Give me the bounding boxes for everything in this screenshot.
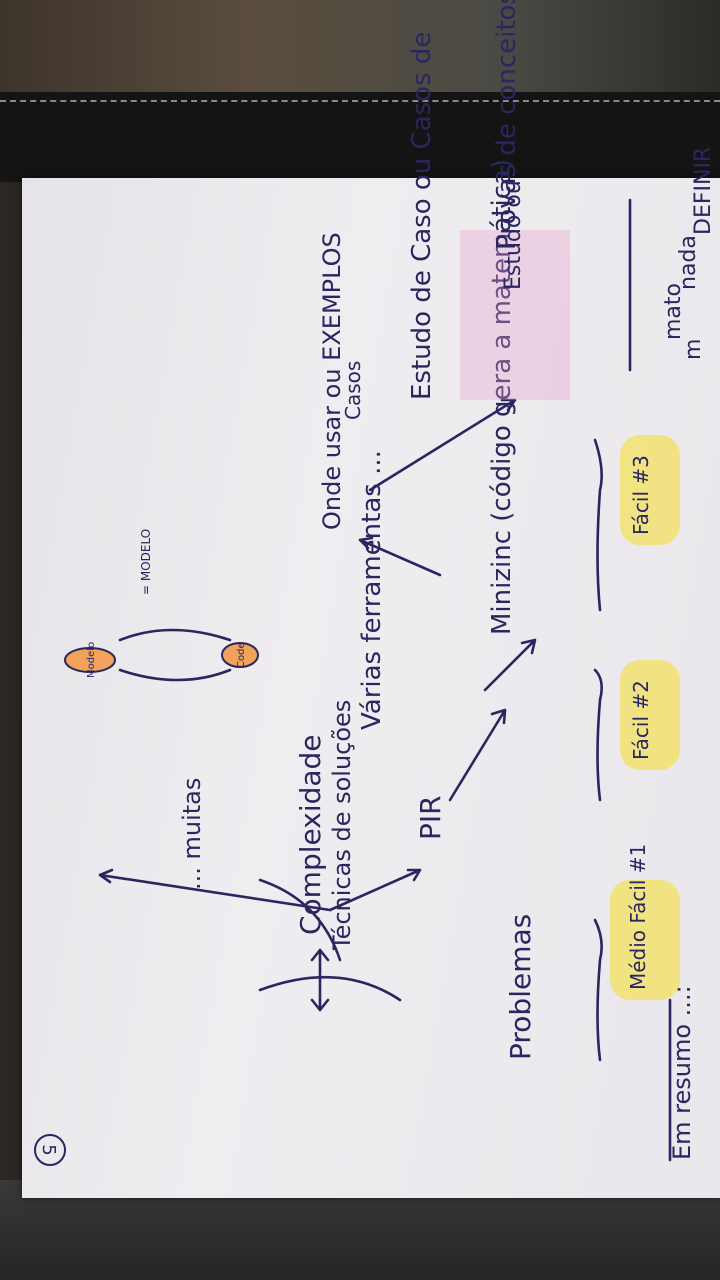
tecnicas-text: Técnicas de soluções xyxy=(328,700,356,951)
cut-text-d: DEFINIR xyxy=(691,147,716,235)
cover-stitching xyxy=(0,100,720,102)
label-2: Fácil #2 xyxy=(629,680,653,760)
page-number: 5 xyxy=(34,1134,66,1166)
arrow-5 xyxy=(358,536,442,577)
ferramentas-text: Várias ferramentas ... xyxy=(357,450,387,730)
yellow-highlight-3 xyxy=(620,435,680,545)
yellow-highlight-2 xyxy=(620,660,680,770)
arrow-1 xyxy=(328,868,422,912)
oval-modelo-text: Modelo xyxy=(86,642,97,678)
header-text: Em resumo ...: xyxy=(668,985,696,1160)
cut-text-b: mato xyxy=(661,283,686,340)
estudo-text-1: Estudo de Caso ou Casos de xyxy=(407,32,437,400)
notebook-page xyxy=(22,178,720,1198)
muitas-text: ... muitas xyxy=(178,778,206,890)
pir-text: PIR xyxy=(414,795,447,840)
pink-highlight xyxy=(460,230,570,400)
background-top xyxy=(0,0,720,95)
double-arrow xyxy=(310,948,330,1012)
oval-code xyxy=(221,642,259,668)
arrow-6 xyxy=(368,398,517,492)
arrow-3 xyxy=(448,708,507,802)
label-3: Fácil #3 xyxy=(629,455,653,535)
oval-arrows xyxy=(118,628,232,682)
cut-text-a: m xyxy=(681,339,706,360)
provas-text: Provas de conceitos! xyxy=(492,0,522,250)
problemas-text: Problemas xyxy=(504,914,537,1060)
brace-tecnicas xyxy=(258,878,402,1002)
onde-text: Onde usar ou EXEMPLOS xyxy=(318,232,346,530)
svg-text:5: 5 xyxy=(38,1144,59,1155)
modelo-note: = MODELO xyxy=(139,529,153,595)
notebook-cover xyxy=(0,92,720,182)
arrow-2 xyxy=(98,868,332,912)
minizinc-text: Minizinc (código gera a matemática) xyxy=(487,159,517,635)
label-1: Médio Fácil #1 xyxy=(626,844,650,990)
oval-code-text: Code xyxy=(236,642,247,668)
casos-text: Casos xyxy=(341,361,365,420)
arrow-4 xyxy=(483,638,537,692)
oval-modelo xyxy=(64,647,116,673)
side-braces xyxy=(593,438,603,1062)
yellow-highlight-1 xyxy=(610,880,680,1000)
estudo-text-2: Estudo ou xyxy=(501,180,526,290)
cut-text-c: nada xyxy=(676,235,701,290)
